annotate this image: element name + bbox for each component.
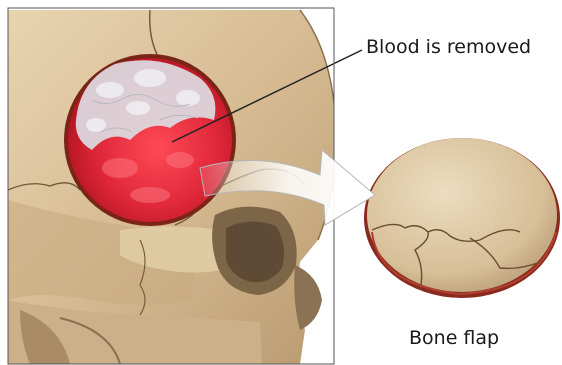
bone-flap <box>364 138 560 298</box>
craniotomy-opening <box>64 54 236 226</box>
label-blood-removed: Blood is removed <box>366 36 531 58</box>
label-bone-flap: Bone flap <box>409 327 499 349</box>
